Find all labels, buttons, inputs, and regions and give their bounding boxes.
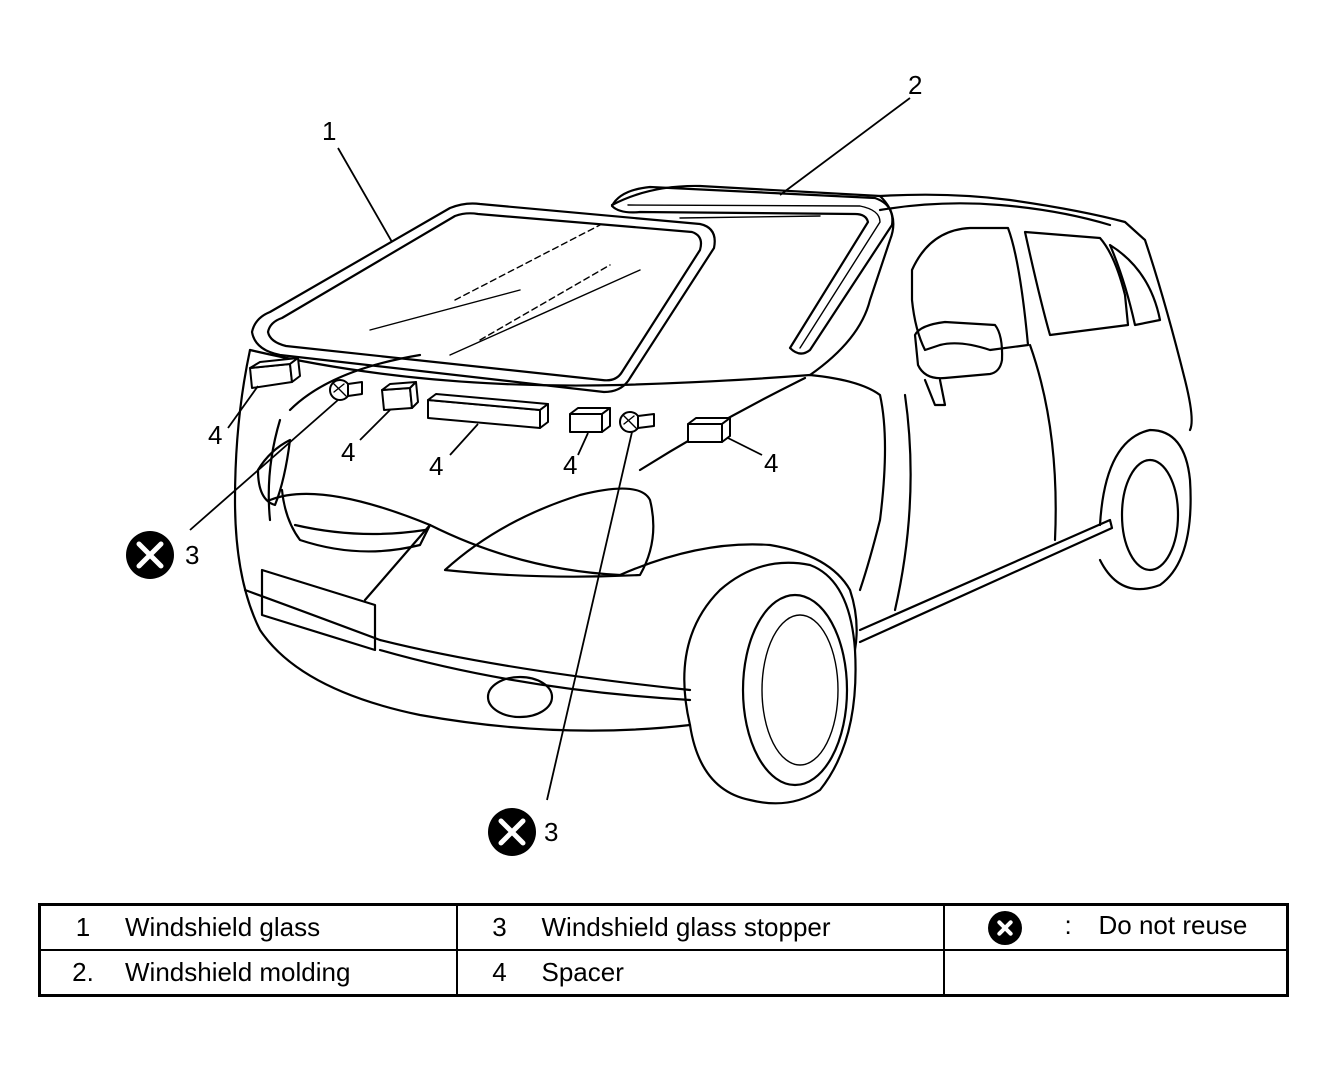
legend-cell: 3 Windshield glass stopper (455, 903, 945, 951)
legend-cell: : Do not reuse (942, 903, 1289, 951)
legend-row: 2. Windshield molding 4 Spacer (38, 949, 1289, 997)
stopper-a (329, 379, 363, 401)
stopper-b (619, 411, 655, 433)
parts-legend-table: 1 Windshield glass 3 Windshield glass stop… (38, 903, 1289, 997)
legend-row: 1 Windshield glass 3 Windshield glass stop… (38, 903, 1289, 951)
callout-4-b: 4 (341, 437, 355, 467)
spacer-e (687, 417, 731, 443)
legend-number: 2. (72, 957, 94, 987)
legend-number: 3 (492, 912, 507, 942)
legend-number: 1 (75, 912, 91, 942)
legend-cell: 4 Spacer (455, 949, 945, 997)
spacer-a (249, 357, 301, 389)
legend-number: 4 (492, 957, 507, 987)
legend-label: Do not reuse (1098, 910, 1248, 941)
callout-3-b: 3 (544, 817, 558, 847)
legend-cell: 2. Windshield molding (38, 949, 458, 997)
callout-4-e: 4 (764, 448, 778, 478)
windshield-glass (250, 202, 716, 394)
legend-label: Windshield glass (125, 912, 321, 942)
stopper-parts (329, 379, 655, 433)
spacer-c (427, 393, 549, 429)
do-not-reuse-icon (126, 531, 174, 579)
legend-label: Windshield glass stopper (541, 912, 831, 942)
callout-3-a: 3 (185, 540, 199, 570)
do-not-reuse-icon (488, 808, 536, 856)
windshield-parts-diagram: 1 2 4 4 4 4 4 3 3 (126, 70, 1193, 856)
legend-label: Spacer (541, 957, 624, 987)
windshield-molding (610, 185, 894, 355)
leader-lines (189, 97, 911, 801)
legend-label: Windshield molding (125, 957, 351, 987)
spacer-parts (249, 357, 731, 443)
legend-colon: : (1064, 910, 1072, 941)
callout-labels: 1 2 4 4 4 4 4 3 3 (185, 70, 922, 847)
legend-cell: 1 Windshield glass (38, 903, 458, 951)
callout-4-a: 4 (208, 420, 222, 450)
legend-cell-empty (942, 949, 1289, 997)
spacer-b (381, 381, 419, 411)
callout-4-c: 4 (429, 451, 443, 481)
callout-2: 2 (908, 70, 922, 100)
spacer-d (569, 407, 611, 433)
callout-1: 1 (322, 116, 336, 146)
car-illustration (233, 184, 1193, 805)
callout-4-d: 4 (563, 450, 577, 480)
do-not-reuse-icon (987, 910, 1022, 945)
